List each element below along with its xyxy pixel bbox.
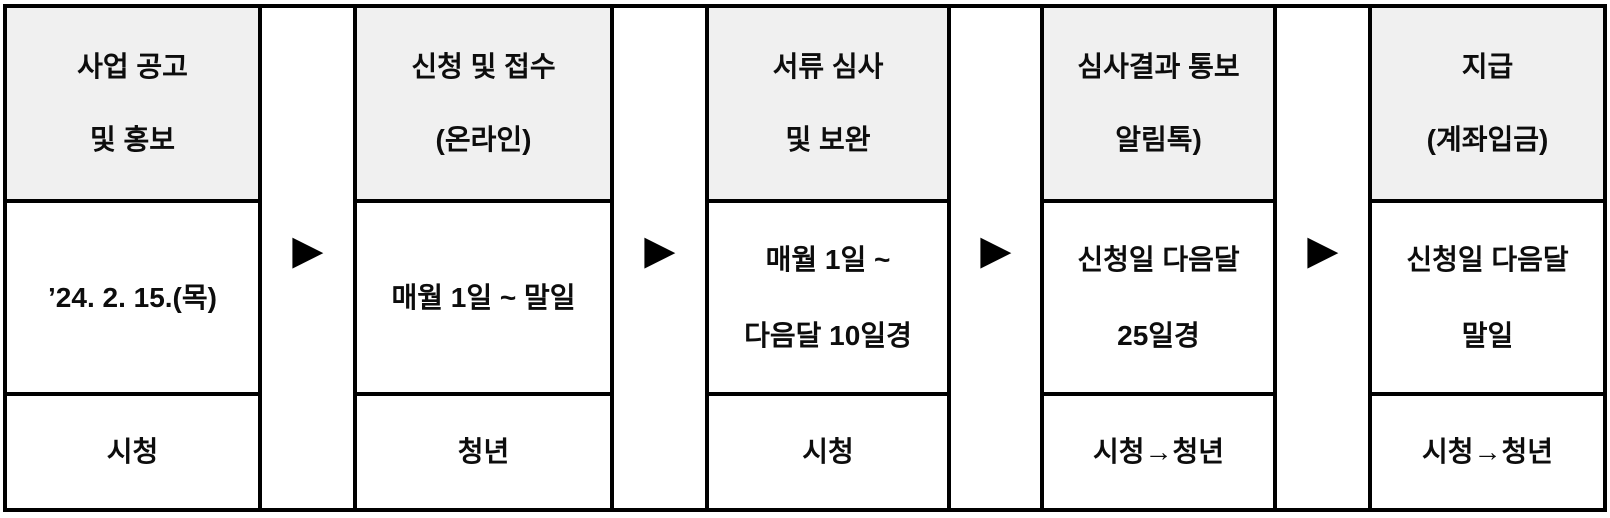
step-period-line: 25일경 [1117, 319, 1200, 351]
step-title-line: 사업 공고 [77, 51, 188, 82]
arrow-right-icon: ▶ [292, 230, 323, 272]
step-actor: 시청→청년 [1044, 396, 1273, 508]
process-step-application: 신청 및 접수 (온라인) 매월 1일 ~ 말일 청년 [353, 8, 614, 508]
step-period: 신청일 다음달 말일 [1372, 203, 1603, 396]
step-title: 서류 심사 및 보완 [709, 8, 947, 203]
step-title-line: 심사결과 통보 [1077, 51, 1240, 82]
step-title-line: 및 홍보 [89, 124, 176, 155]
step-title: 신청 및 접수 (온라인) [357, 8, 610, 203]
step-period-line: 다음달 10일경 [744, 319, 912, 351]
flow-arrow: ▶ [1277, 8, 1368, 508]
step-actor: 시청 [709, 396, 947, 508]
step-actor: 시청→청년 [1372, 396, 1603, 508]
process-flow-diagram: 사업 공고 및 홍보 ’24. 2. 15.(목) 시청 ▶ 신청 및 접수 (… [3, 4, 1607, 512]
step-actor-label: 청년 [457, 436, 510, 467]
step-actor: 청년 [357, 396, 610, 508]
flow-arrow: ▶ [951, 8, 1040, 508]
step-period-line: 신청일 다음달 [1077, 243, 1240, 275]
process-step-payment: 지급 (계좌입금) 신청일 다음달 말일 시청→청년 [1368, 8, 1607, 508]
step-actor-label: 시청→청년 [1421, 436, 1554, 467]
step-actor-label: 시청 [106, 436, 159, 467]
step-actor-label: 시청→청년 [1092, 436, 1225, 467]
step-title-line: (계좌입금) [1426, 124, 1549, 155]
arrow-right-icon: ▶ [980, 230, 1011, 272]
process-step-result-notice: 심사결과 통보 알림톡) 신청일 다음달 25일경 시청→청년 [1040, 8, 1277, 508]
step-title-line: (온라인) [435, 124, 532, 155]
process-step-review: 서류 심사 및 보완 매월 1일 ~ 다음달 10일경 시청 [705, 8, 951, 508]
flow-arrow: ▶ [614, 8, 705, 508]
step-period-line: 말일 [1461, 319, 1514, 351]
step-title-line: 지급 [1461, 51, 1514, 82]
step-title: 심사결과 통보 알림톡) [1044, 8, 1273, 203]
step-period: ’24. 2. 15.(목) [7, 203, 258, 396]
step-period-line: ’24. 2. 15.(목) [48, 281, 217, 313]
step-period: 매월 1일 ~ 말일 [357, 203, 610, 396]
step-title: 사업 공고 및 홍보 [7, 8, 258, 203]
arrow-right-icon: ▶ [1307, 230, 1338, 272]
step-period: 매월 1일 ~ 다음달 10일경 [709, 203, 947, 396]
step-title-line: 및 보완 [785, 124, 871, 155]
step-period-line: 매월 1일 ~ [765, 243, 891, 275]
step-period: 신청일 다음달 25일경 [1044, 203, 1273, 396]
process-step-announcement: 사업 공고 및 홍보 ’24. 2. 15.(목) 시청 [3, 8, 262, 508]
step-title-line: 서류 심사 [772, 51, 884, 82]
step-title: 지급 (계좌입금) [1372, 8, 1603, 203]
arrow-right-icon: ▶ [644, 230, 675, 272]
flow-arrow: ▶ [262, 8, 353, 508]
step-title-line: 신청 및 접수 [411, 51, 556, 82]
step-period-line: 신청일 다음달 [1406, 243, 1569, 275]
step-title-line: 알림톡) [1115, 124, 1202, 155]
step-period-line: 매월 1일 ~ 말일 [391, 281, 576, 313]
step-actor: 시청 [7, 396, 258, 508]
step-actor-label: 시청 [802, 436, 854, 467]
